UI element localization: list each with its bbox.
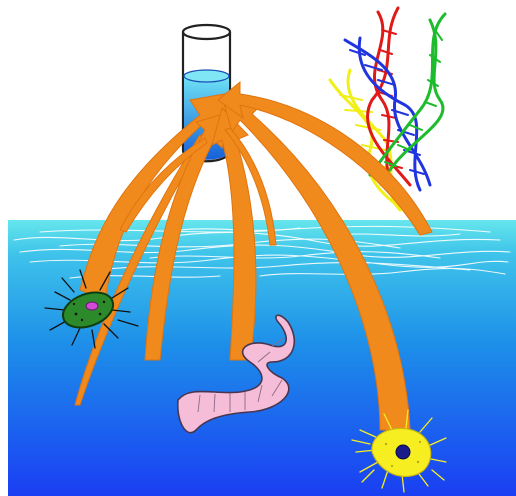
bacterium-nucleus — [86, 302, 98, 310]
plankton-nucleus — [396, 445, 410, 459]
